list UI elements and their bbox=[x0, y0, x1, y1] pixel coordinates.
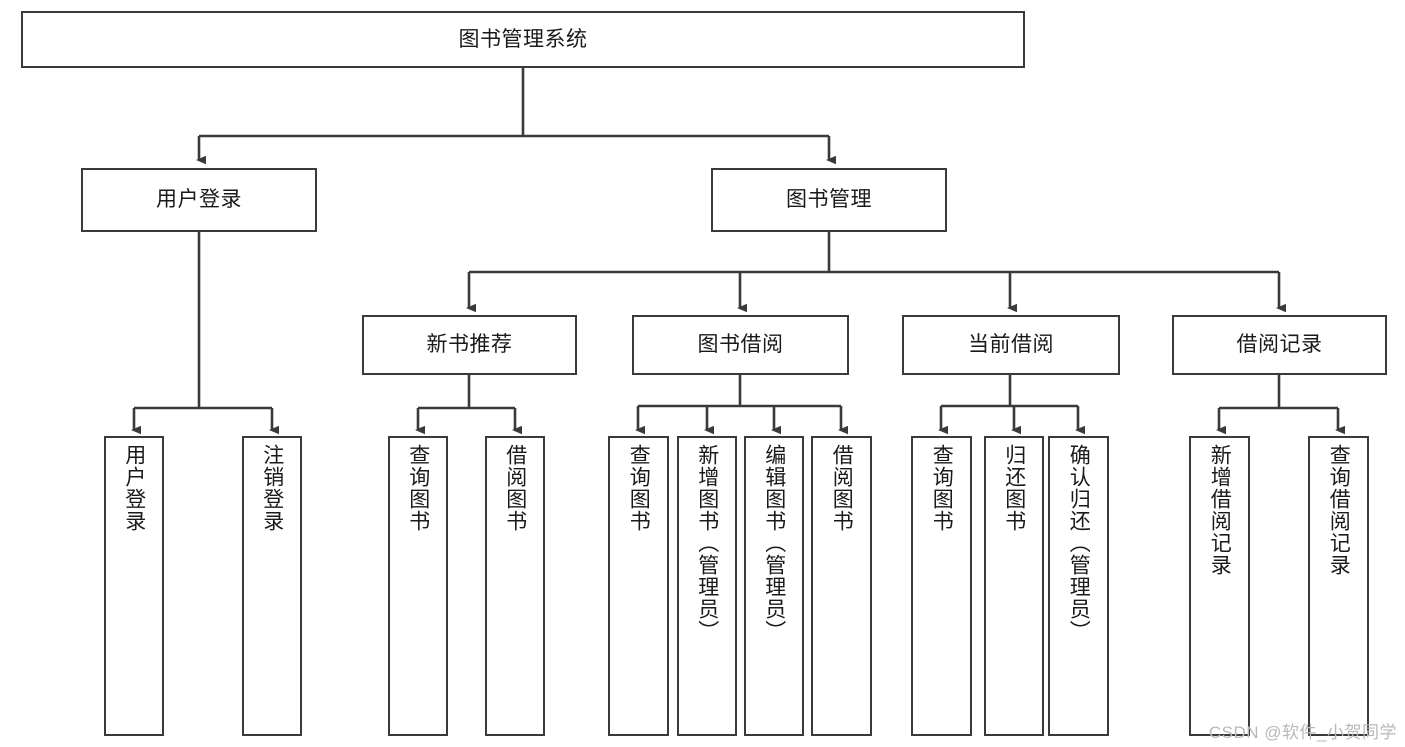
leaf-add-borrow-record[interactable]: 新增借阅记录 bbox=[1189, 436, 1250, 736]
node-borrow-record[interactable]: 借阅记录 bbox=[1172, 315, 1387, 375]
node-current-borrow-label: 当前借阅 bbox=[968, 333, 1054, 357]
leaf-borrow-book-label: 借阅图书 bbox=[830, 444, 854, 532]
leaf-query-book-borrow[interactable]: 查询图书 bbox=[608, 436, 669, 736]
leaf-return-book-label: 归还图书 bbox=[1002, 444, 1026, 532]
leaf-query-book-current-label: 查询图书 bbox=[930, 444, 954, 532]
node-book-borrow[interactable]: 图书借阅 bbox=[632, 315, 849, 375]
node-book-borrow-label: 图书借阅 bbox=[697, 333, 784, 357]
leaf-query-borrow-record[interactable]: 查询借阅记录 bbox=[1308, 436, 1369, 736]
node-new-book-recommend-label: 新书推荐 bbox=[426, 333, 513, 357]
leaf-borrow-book[interactable]: 借阅图书 bbox=[811, 436, 872, 736]
node-user-login[interactable]: 用户登录 bbox=[81, 168, 317, 232]
node-root-label: 图书管理系统 bbox=[458, 27, 588, 51]
leaf-logout-login-label: 注销登录 bbox=[260, 444, 284, 532]
leaf-confirm-return-admin-label: 确认归还（管理员） bbox=[1067, 444, 1091, 642]
leaf-confirm-return-admin[interactable]: 确认归还（管理员） bbox=[1048, 436, 1109, 736]
node-root[interactable]: 图书管理系统 bbox=[21, 11, 1025, 68]
node-book-management[interactable]: 图书管理 bbox=[711, 168, 947, 232]
leaf-query-borrow-record-label: 查询借阅记录 bbox=[1327, 444, 1351, 576]
leaf-user-login-label: 用户登录 bbox=[122, 444, 146, 532]
leaf-query-book-recommend[interactable]: 查询图书 bbox=[388, 436, 448, 736]
leaf-add-book-admin-label: 新增图书（管理员） bbox=[695, 444, 719, 642]
node-current-borrow[interactable]: 当前借阅 bbox=[902, 315, 1120, 375]
watermark: CSDN @软件_小贺同学 bbox=[1208, 723, 1397, 742]
leaf-query-book-recommend-label: 查询图书 bbox=[406, 444, 430, 532]
node-book-management-label: 图书管理 bbox=[786, 188, 872, 212]
leaf-return-book[interactable]: 归还图书 bbox=[984, 436, 1044, 736]
node-borrow-record-label: 借阅记录 bbox=[1236, 333, 1323, 357]
leaf-edit-book-admin-label: 编辑图书（管理员） bbox=[762, 444, 786, 642]
leaf-borrow-book-recommend-label: 借阅图书 bbox=[503, 444, 527, 532]
node-user-login-label: 用户登录 bbox=[156, 188, 242, 212]
leaf-add-borrow-record-label: 新增借阅记录 bbox=[1208, 444, 1232, 576]
leaf-add-book-admin[interactable]: 新增图书（管理员） bbox=[677, 436, 737, 736]
leaf-query-book-current[interactable]: 查询图书 bbox=[911, 436, 972, 736]
leaf-query-book-borrow-label: 查询图书 bbox=[627, 444, 651, 532]
leaf-edit-book-admin[interactable]: 编辑图书（管理员） bbox=[744, 436, 804, 736]
leaf-borrow-book-recommend[interactable]: 借阅图书 bbox=[485, 436, 545, 736]
leaf-user-login[interactable]: 用户登录 bbox=[104, 436, 164, 736]
node-new-book-recommend[interactable]: 新书推荐 bbox=[362, 315, 577, 375]
leaf-logout-login[interactable]: 注销登录 bbox=[242, 436, 302, 736]
